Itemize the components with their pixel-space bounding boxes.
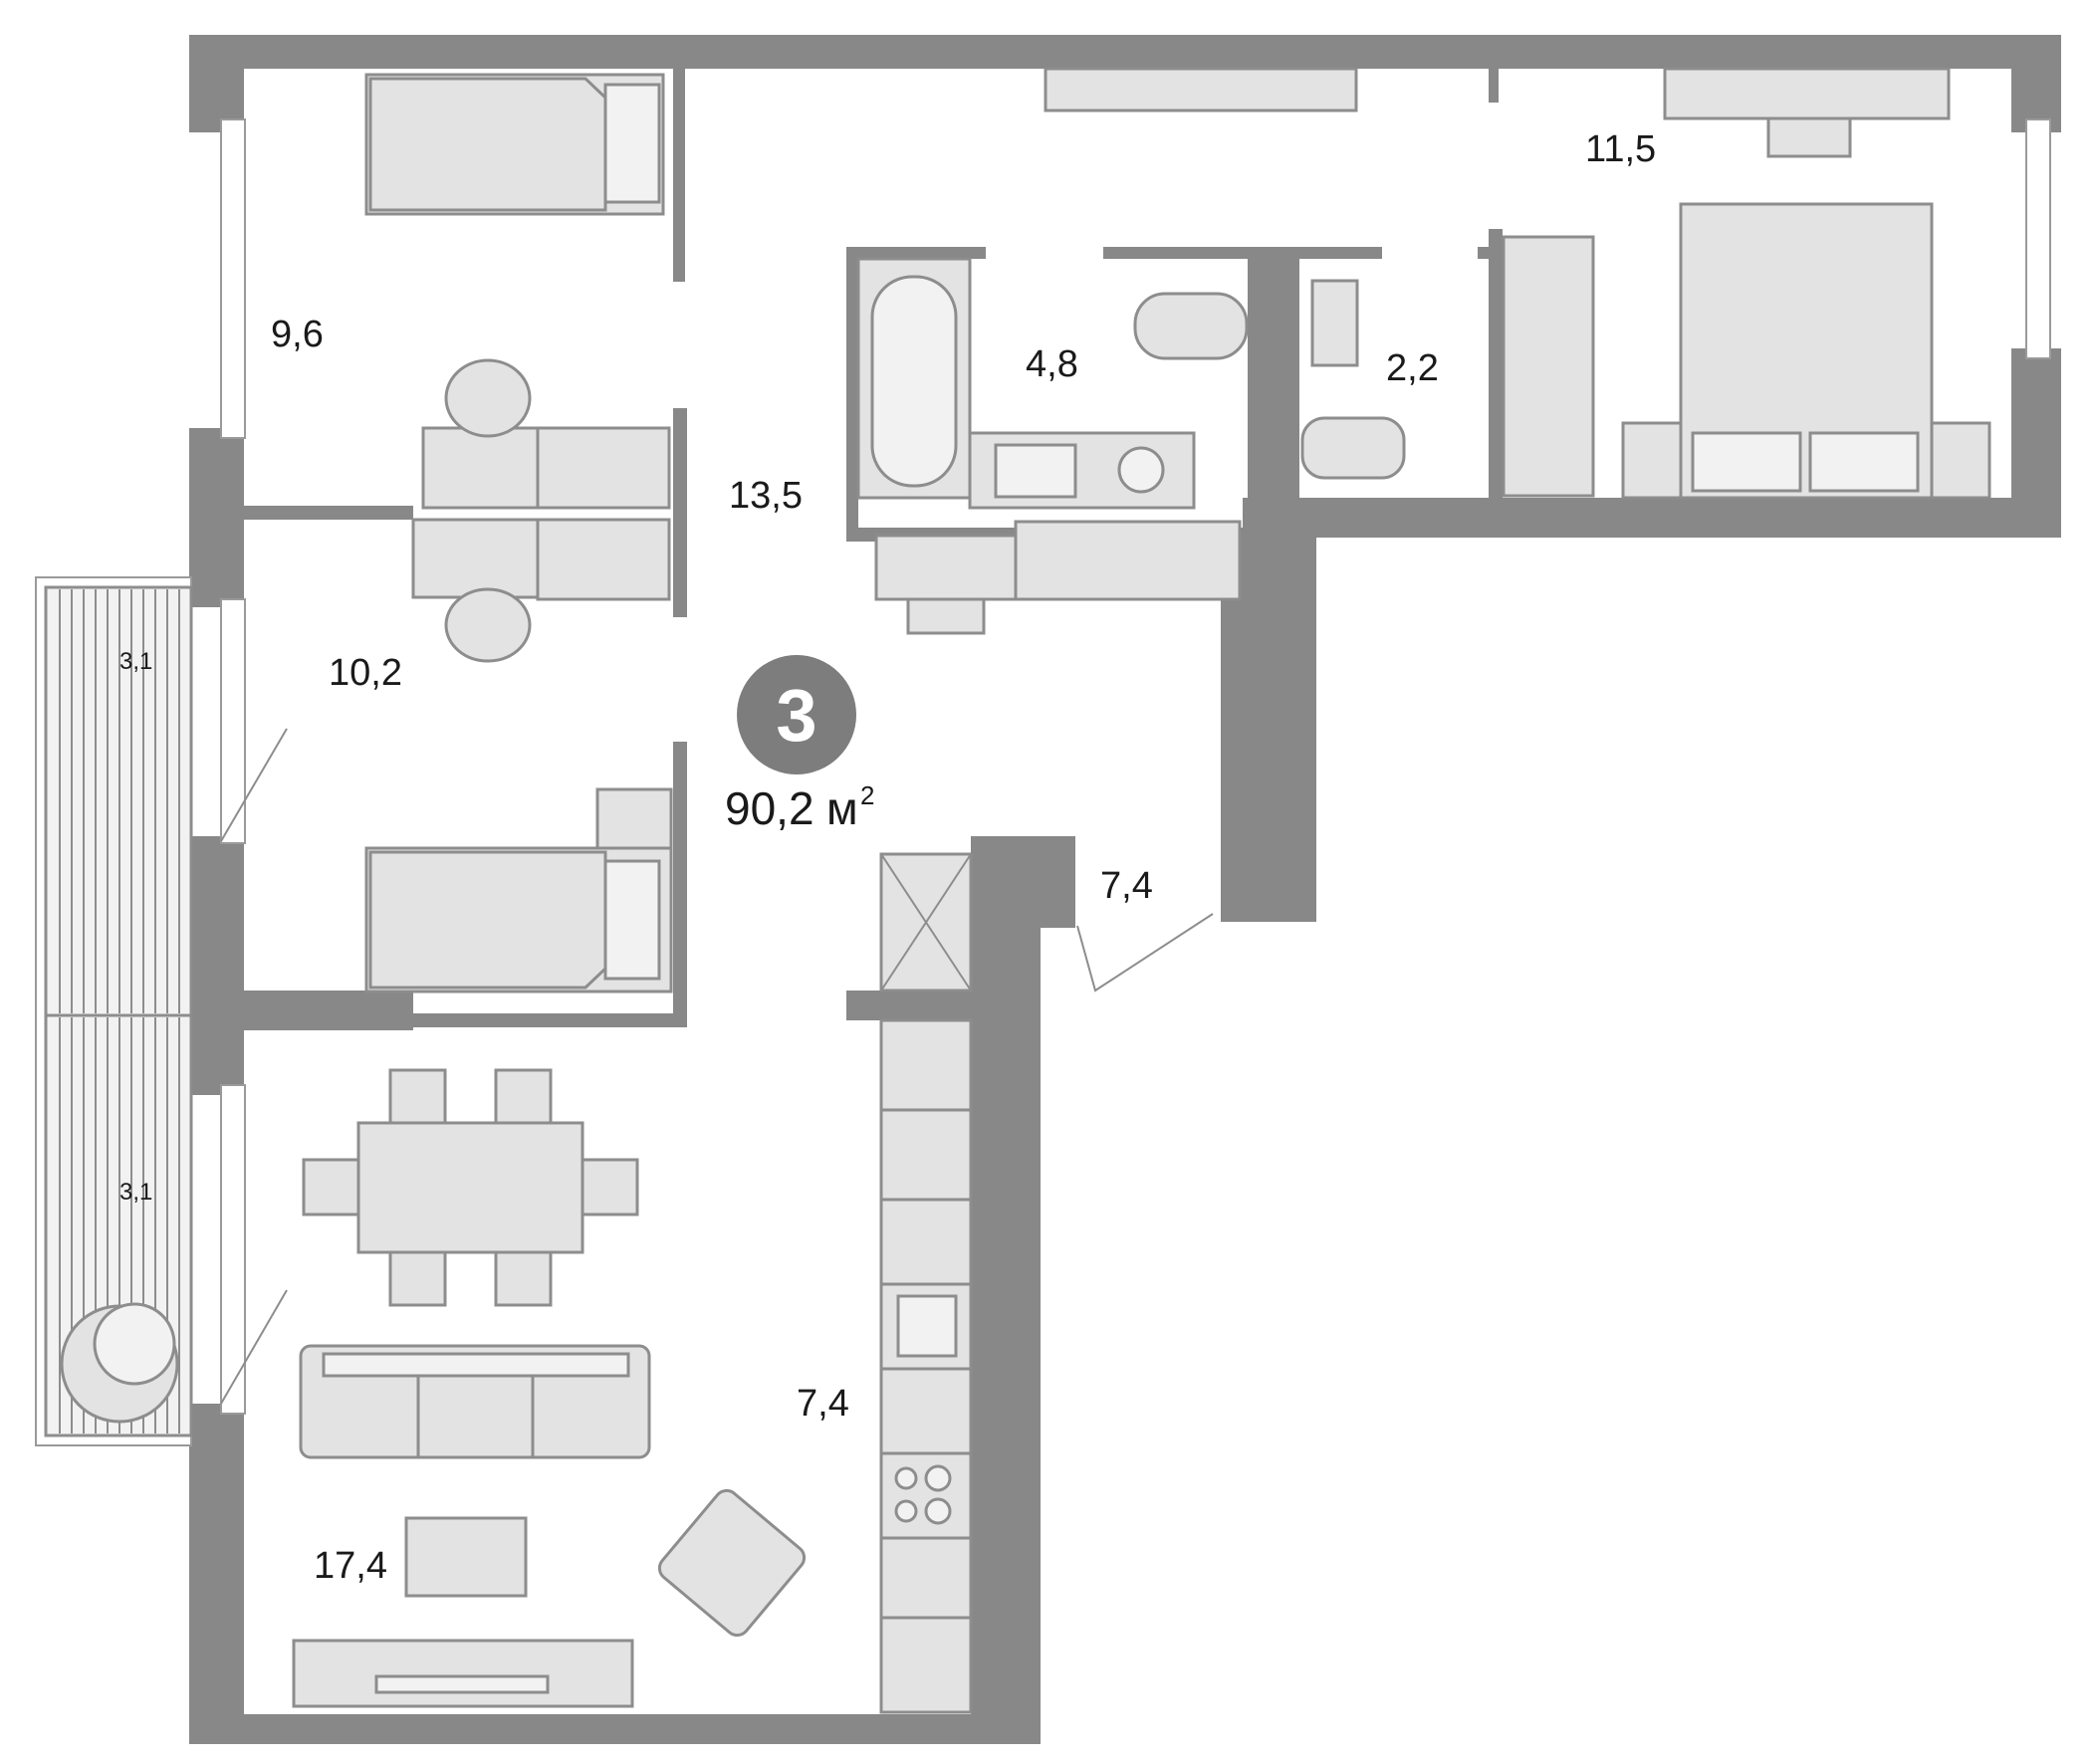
shelf-2 bbox=[536, 518, 671, 601]
coffee-table bbox=[404, 1516, 528, 1598]
shelf bbox=[536, 426, 671, 510]
room-count-badge: 3 bbox=[737, 655, 856, 774]
chair bbox=[444, 358, 532, 438]
desk-2 bbox=[411, 518, 540, 599]
cabinet bbox=[874, 534, 1018, 601]
living-room-furniture bbox=[292, 1068, 807, 1708]
counter-3 bbox=[879, 1536, 973, 1620]
small-sink bbox=[1310, 279, 1359, 367]
room-count: 3 bbox=[776, 674, 816, 757]
counter-2 bbox=[879, 1367, 973, 1455]
room-area-bathroom: 4,8 bbox=[1026, 343, 1078, 385]
room-area-bedroom-2: 10,2 bbox=[329, 652, 402, 694]
kitchen-furniture bbox=[879, 1018, 973, 1714]
armchair bbox=[657, 1488, 807, 1638]
entrance-furniture bbox=[879, 852, 1214, 992]
wall-cabinet bbox=[1044, 67, 1358, 112]
dining-chair bbox=[494, 1250, 553, 1307]
total-area-unit: м bbox=[826, 782, 858, 834]
bathroom-furniture bbox=[856, 257, 1249, 635]
toilet-bath bbox=[1133, 292, 1249, 360]
room-area-balcony-lower: 3,1 bbox=[119, 1179, 152, 1206]
toilet-furniture bbox=[1300, 279, 1406, 480]
room-area-bedroom-1: 9,6 bbox=[271, 314, 324, 355]
room-area-hallway: 13,5 bbox=[729, 475, 803, 517]
dining-chair bbox=[388, 1250, 447, 1307]
sink bbox=[994, 443, 1077, 499]
wardrobe-hall bbox=[1014, 520, 1242, 601]
desk-master bbox=[1663, 67, 1951, 120]
counter-4 bbox=[879, 1616, 973, 1714]
dining-chair bbox=[581, 1158, 639, 1216]
windows bbox=[220, 118, 2051, 1415]
wardrobe-master bbox=[1502, 235, 1595, 498]
fridge-2 bbox=[879, 1108, 973, 1202]
total-area-unit-sup: 2 bbox=[860, 780, 874, 810]
balcony bbox=[35, 576, 288, 1446]
bedroom-1-furniture bbox=[364, 73, 671, 510]
room-area-balcony-upper: 3,1 bbox=[119, 648, 152, 675]
area-labels: 9,6 10,2 13,5 4,8 2,2 11,5 7,4 7,4 17,4 … bbox=[119, 128, 1656, 1587]
master-bedroom-furniture bbox=[1044, 67, 1991, 500]
cooktop bbox=[879, 1451, 973, 1540]
total-area-value: 90,2 bbox=[725, 782, 814, 834]
chair-master bbox=[1766, 116, 1852, 158]
dining-chair bbox=[388, 1068, 447, 1125]
total-area: 90,2 м 2 bbox=[725, 780, 874, 834]
dining-table bbox=[356, 1121, 584, 1254]
tv-stand bbox=[292, 1639, 634, 1708]
room-area-entrance: 7,4 bbox=[1100, 865, 1153, 907]
room-area-master-bedroom: 11,5 bbox=[1585, 128, 1656, 170]
washing-machine bbox=[1117, 446, 1165, 494]
toilet bbox=[1300, 416, 1406, 480]
room-area-living-room: 17,4 bbox=[314, 1545, 387, 1587]
bedroom-2-furniture bbox=[364, 518, 673, 993]
nightstand bbox=[595, 787, 673, 851]
dining-chair bbox=[302, 1158, 360, 1216]
desk bbox=[421, 426, 540, 510]
fridge-1 bbox=[879, 1018, 973, 1112]
counter-1 bbox=[879, 1198, 973, 1286]
chair-2 bbox=[444, 587, 532, 663]
room-area-toilet: 2,2 bbox=[1386, 347, 1439, 389]
dining-chair bbox=[494, 1068, 553, 1125]
room-area-kitchen: 7,4 bbox=[797, 1383, 849, 1425]
walls bbox=[189, 35, 2061, 1744]
